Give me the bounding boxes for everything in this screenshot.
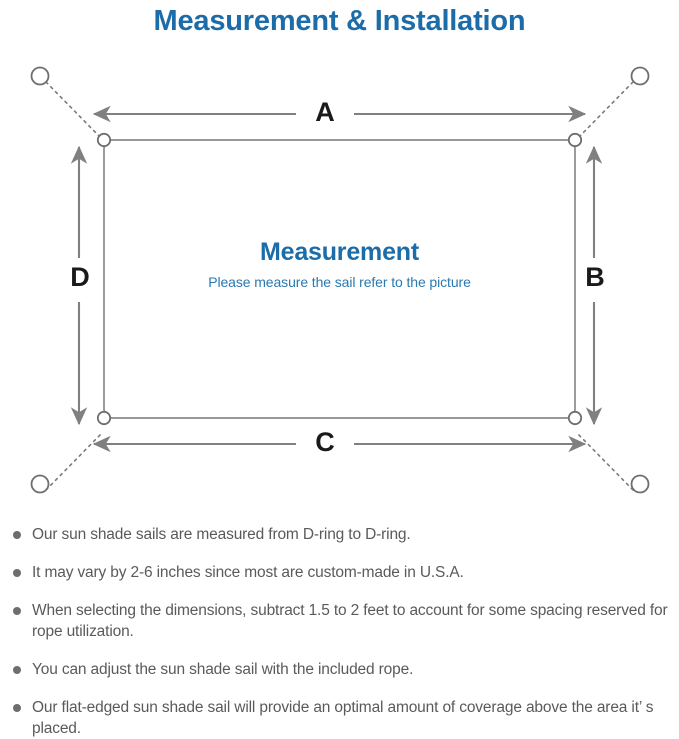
d-rings	[96, 132, 583, 426]
dimension-arrows	[70, 105, 603, 453]
list-item: When selecting the dimensions, subtract …	[0, 600, 679, 642]
bullet-icon	[13, 704, 21, 712]
shade-sail-body	[103, 139, 576, 419]
d-ring-top-right	[567, 132, 583, 148]
note-text: Our flat-edged sun shade sail will provi…	[32, 699, 654, 737]
anchor-points	[30, 66, 650, 494]
note-text: You can adjust the sun shade sail with t…	[32, 661, 414, 678]
anchor-point-bottom-left	[30, 474, 50, 494]
bullet-icon	[13, 666, 21, 674]
note-text: It may vary by 2-6 inches since most are…	[32, 564, 464, 581]
d-ring-bottom-right	[567, 410, 583, 426]
anchor-point-bottom-right	[630, 474, 650, 494]
d-ring-bottom-left	[96, 410, 112, 426]
bullet-icon	[13, 531, 21, 539]
page-title: Measurement & Installation	[153, 5, 526, 37]
rope-line-bottom-left	[45, 433, 102, 491]
dimension-label-c: C	[315, 427, 335, 457]
list-item: Our sun shade sails are measured from D-…	[0, 524, 679, 545]
note-text: When selecting the dimensions, subtract …	[32, 602, 668, 640]
notes-list: Our sun shade sails are measured from D-…	[0, 524, 679, 739]
anchor-point-top-left	[30, 66, 50, 86]
dimension-label-a: A	[315, 97, 335, 127]
d-ring-top-left	[96, 132, 112, 148]
list-item: Our flat-edged sun shade sail will provi…	[0, 697, 679, 739]
list-item: You can adjust the sun shade sail with t…	[0, 659, 679, 680]
rope-line-top-left	[45, 81, 102, 139]
list-item: It may vary by 2-6 inches since most are…	[0, 562, 679, 583]
bullet-icon	[13, 607, 21, 615]
rope-lines	[45, 81, 634, 491]
anchor-point-top-right	[630, 66, 650, 86]
sail-diagram-svg	[30, 66, 650, 494]
bullet-icon	[13, 569, 21, 577]
note-text: Our sun shade sails are measured from D-…	[32, 526, 411, 543]
measurement-diagram: A B C D Measurement Please measure the s…	[0, 52, 679, 520]
dimension-label-b: B	[585, 262, 605, 292]
rope-line-bottom-right	[577, 433, 634, 491]
rope-line-top-right	[577, 81, 634, 139]
dimension-label-d: D	[70, 262, 90, 292]
